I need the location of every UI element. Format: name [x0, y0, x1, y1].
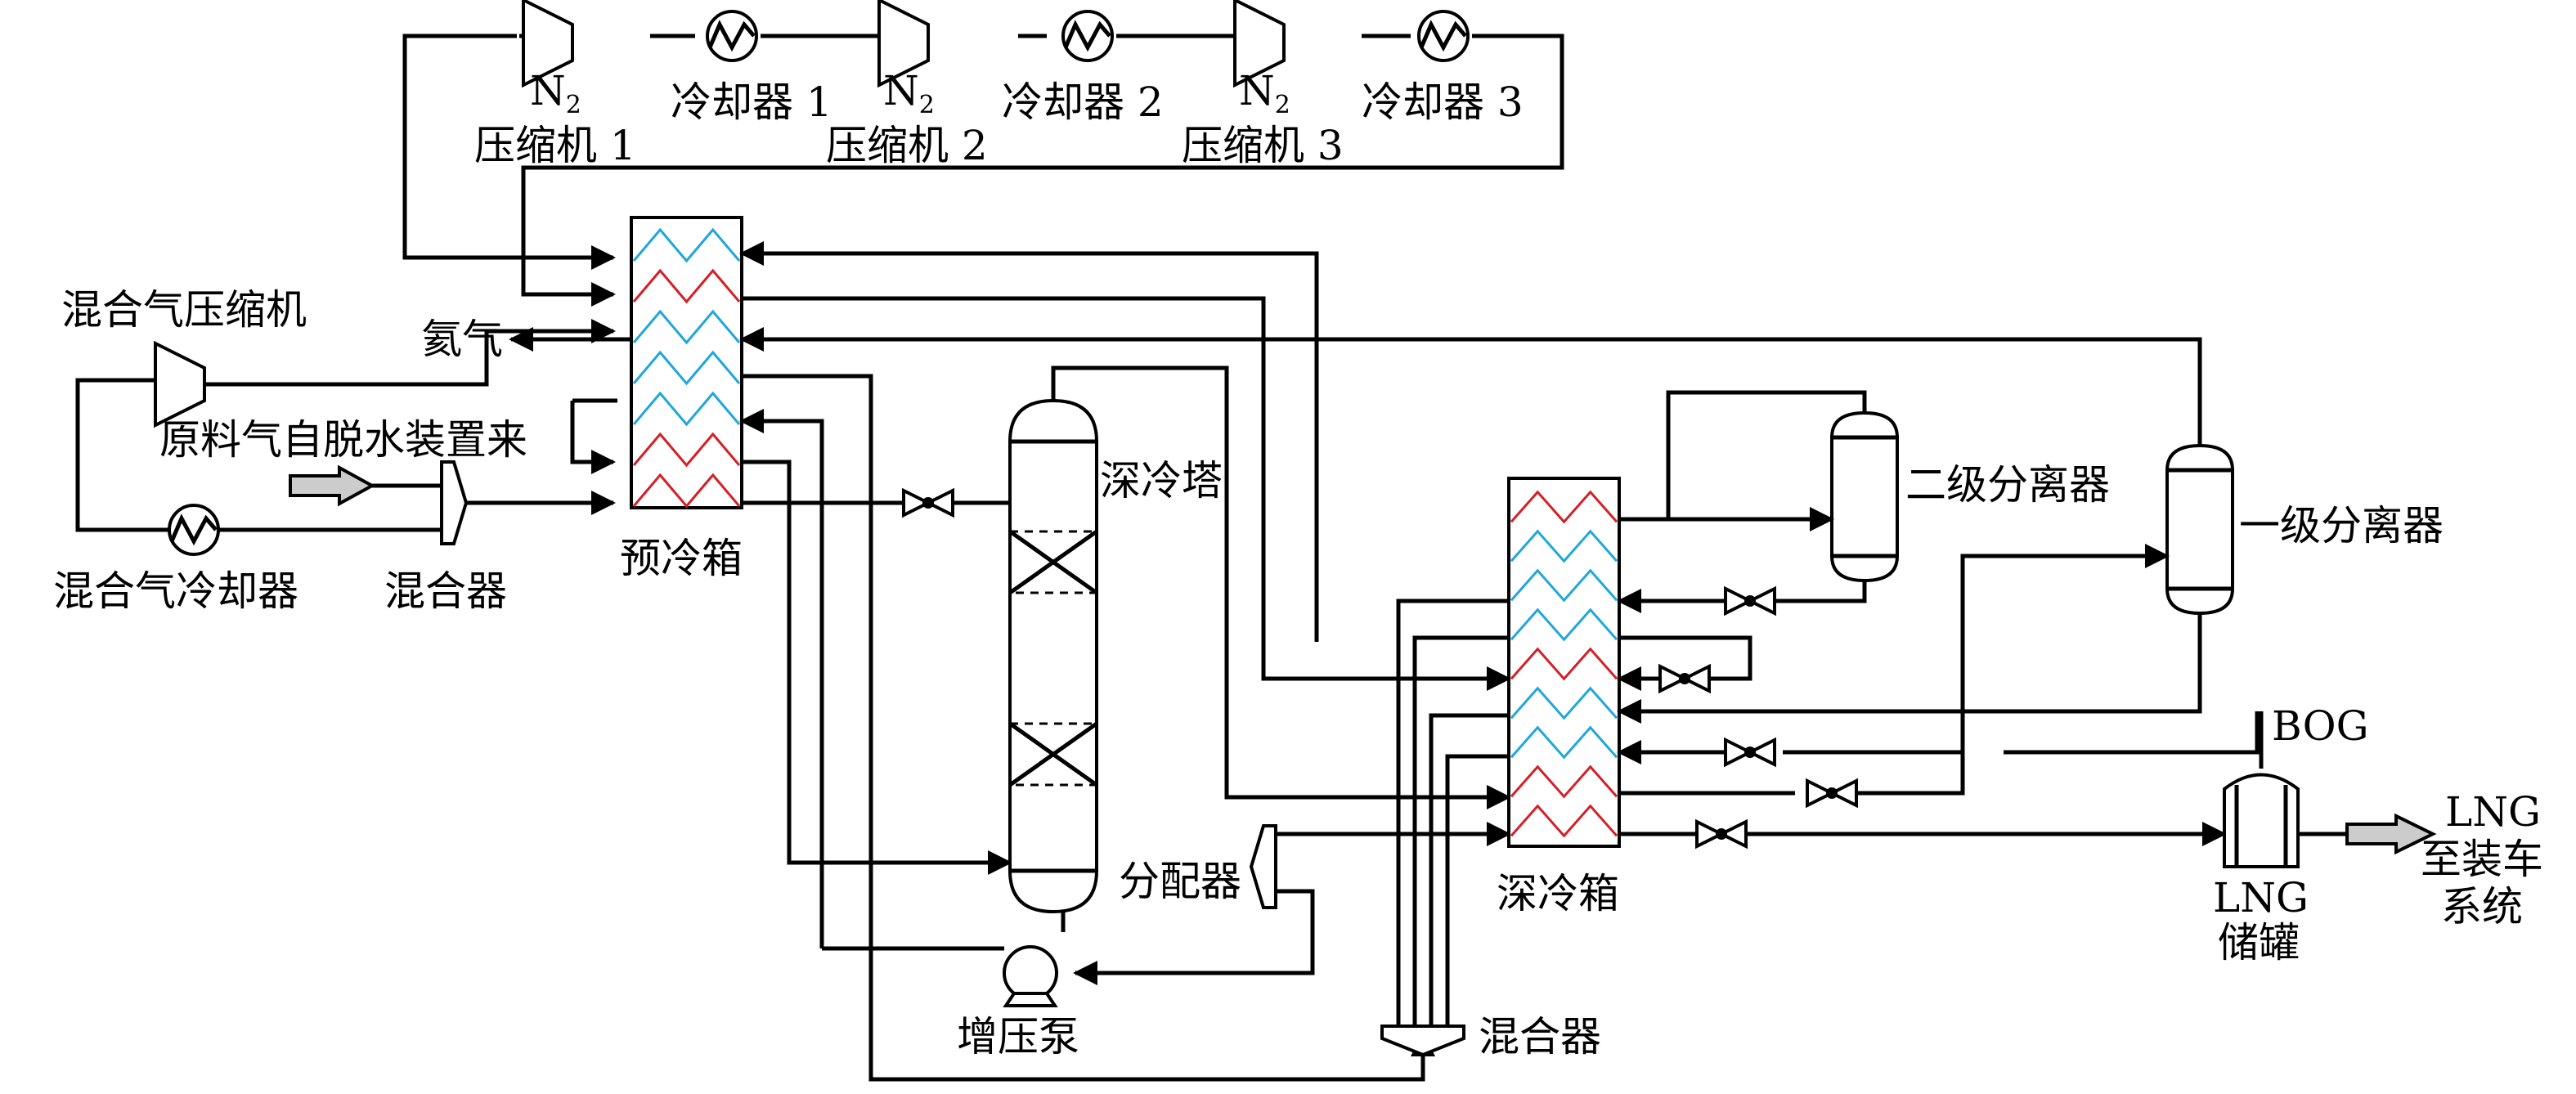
bog-label: BOG — [2272, 702, 2369, 750]
mixer-left-label: 混合器 — [384, 567, 507, 615]
mixed-gas-cooler-icon — [168, 504, 220, 556]
hot-stream-8 — [1510, 764, 1618, 799]
valve-second-separator-return-icon[interactable] — [1724, 585, 1776, 616]
valve-first-separator-feed-icon[interactable] — [1806, 778, 1858, 809]
mixer-bottom-icon — [1380, 1025, 1465, 1057]
cooler-1-label: 冷却器 1 — [671, 78, 832, 126]
cold-stream-7 — [1510, 725, 1618, 760]
hot-stream-2 — [632, 268, 741, 304]
lng-out-label-2: 至装车 — [2421, 836, 2543, 883]
tower-top-line — [1051, 365, 1511, 809]
cryo-tower-label: 深冷塔 — [1100, 457, 1223, 504]
first-separator-label: 一级分离器 — [2239, 502, 2444, 549]
distributor-label: 分配器 — [1119, 858, 1241, 905]
mixer-bottom-label: 混合器 — [1479, 1013, 1601, 1060]
feed-section: 混合气压缩机 混合气冷却器 原料气自脱水装置来 混合器 氦气 — [53, 286, 630, 615]
cooler-3-icon — [1417, 10, 1470, 62]
distributor-section: 分配器 增压泵 — [822, 822, 1511, 1060]
cooler-2-label: 冷却器 2 — [1002, 78, 1164, 126]
n2-compressor-3-label: 压缩机 3 — [1182, 122, 1344, 169]
hot-stream-6 — [632, 432, 741, 468]
lng-out-label-3: 系统 — [2441, 883, 2523, 930]
n2-label-3: N2 — [1239, 67, 1290, 119]
lng-tank-label-1: LNG — [2213, 874, 2309, 921]
lng-tank: BOG LNG 储罐 — [2213, 702, 2369, 966]
n2-label-1: N2 — [530, 67, 581, 119]
second-separator-label: 二级分离器 — [1905, 461, 2110, 509]
mixed-gas-cooler-label: 混合气冷却器 — [53, 567, 298, 615]
valve-precooler-outlet-icon[interactable] — [902, 487, 954, 518]
cold-stream-5 — [632, 391, 741, 427]
n2-label-2: N2 — [883, 67, 935, 119]
cryo-connections — [1619, 390, 2347, 850]
feed-gas-source-label: 原料气自脱水装置来 — [159, 416, 527, 464]
valve-loop-icon[interactable] — [1658, 663, 1711, 694]
cold-stream-2 — [1510, 529, 1618, 563]
n2-compressor-2-icon — [877, 0, 930, 88]
distributor-icon — [1249, 824, 1277, 909]
precooler-box: 预冷箱 — [620, 216, 743, 582]
n2-compressor-1-label: 压缩机 1 — [474, 122, 636, 169]
precooler-streams — [632, 227, 741, 509]
n2-loop: N2 压缩机 1 冷却器 1 N2 压缩机 2 冷却器 2 N2 压缩机 3 冷… — [402, 0, 1564, 294]
cryo-tower: 深冷塔 — [1008, 398, 1223, 914]
hot-stream-9 — [1510, 804, 1618, 838]
booster-pump-icon[interactable] — [1003, 945, 1058, 1007]
hot-stream-1 — [1510, 490, 1618, 524]
n2-compressor-2-label: 压缩机 2 — [826, 122, 988, 169]
feed-inlet-arrow — [289, 464, 376, 507]
second-separator: 二级分离器 — [1830, 410, 2110, 583]
cooler-2-icon — [1061, 10, 1114, 62]
first-separator: 一级分离器 — [2165, 443, 2444, 616]
cryo-box: 深冷箱 — [1497, 477, 1621, 917]
cold-stream-4 — [632, 350, 741, 386]
cold-stream-3 — [632, 309, 741, 345]
hot-stream-7 — [632, 473, 741, 509]
mixed-gas-compressor-label: 混合气压缩机 — [61, 286, 307, 334]
booster-pump-label: 增压泵 — [957, 1013, 1079, 1060]
precooler-connections — [739, 241, 2202, 1082]
n2-compressor-3-icon — [1233, 0, 1286, 88]
cold-stream-1 — [632, 227, 741, 263]
lng-tank-label-2: 储罐 — [2218, 919, 2300, 966]
valve-mid-return-icon[interactable] — [1724, 737, 1776, 768]
valve-lng-outlet-icon[interactable] — [1695, 818, 1748, 850]
lng-outlet-arrow — [2345, 813, 2437, 855]
mixer-bottom-section: 混合器 — [1380, 599, 1601, 1060]
cryo-box-label: 深冷箱 — [1497, 870, 1619, 917]
lng-out-label-1: LNG — [2445, 788, 2541, 836]
precooler-label: 预冷箱 — [620, 535, 743, 582]
mixed-gas-compressor-icon — [154, 340, 206, 428]
helium-label: 氦气 — [421, 316, 503, 363]
n2-compressor-1-icon — [522, 0, 574, 88]
cooler-1-icon — [706, 10, 758, 62]
mixer-left-icon — [440, 460, 469, 545]
cooler-3-label: 冷却器 3 — [1362, 78, 1524, 126]
